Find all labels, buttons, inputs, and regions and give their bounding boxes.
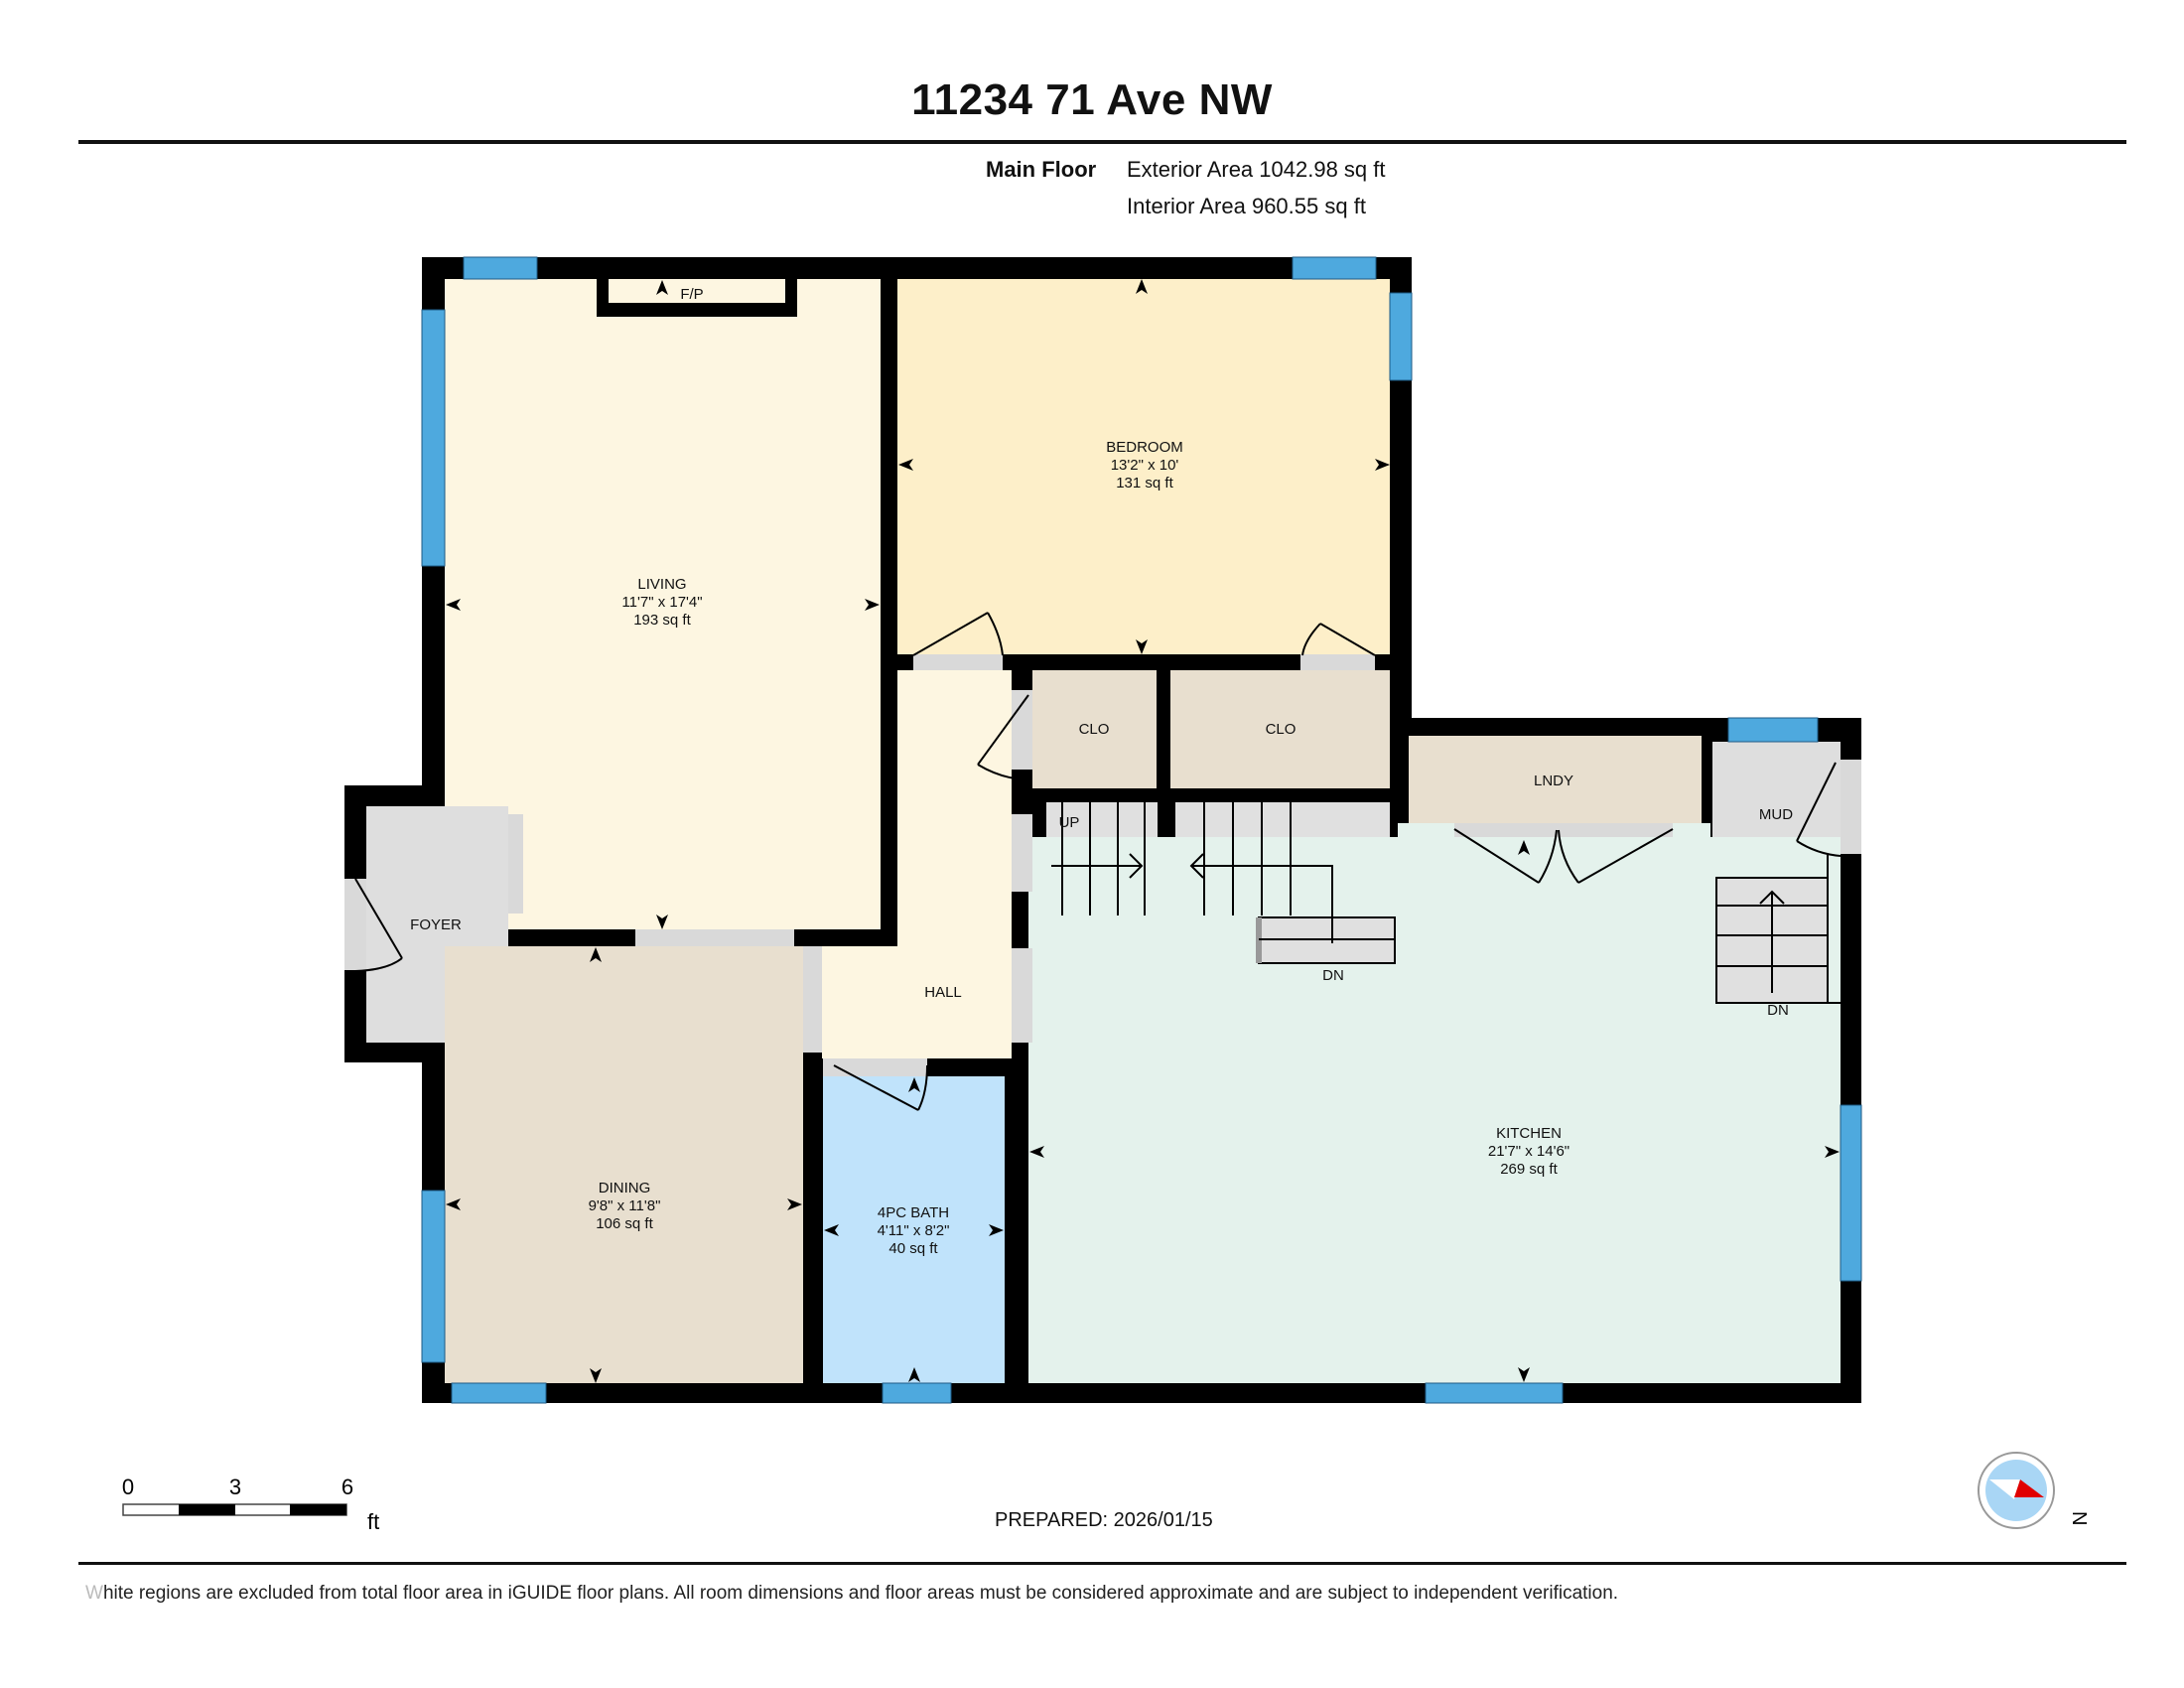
laundry-floor [1409, 736, 1702, 823]
door-swings [354, 612, 1842, 1111]
dimension-arrows [446, 279, 1840, 1383]
living-dims: 11'7" x 17'4" [621, 594, 702, 611]
svg-text:0: 0 [122, 1475, 134, 1499]
kitchen-area: 269 sq ft [1500, 1161, 1558, 1178]
stairs-down-label: DN [1322, 967, 1344, 984]
compass-icon: N [1978, 1452, 2090, 1529]
closet1-floor [1032, 670, 1157, 788]
mud-label: MUD [1759, 806, 1793, 823]
door-openings [344, 654, 1861, 1076]
kitchen-dims: 21'7" x 14'6" [1488, 1143, 1570, 1160]
window-dining-south [451, 1382, 547, 1404]
interior-area: Interior Area 960.55 sq ft [1127, 194, 1366, 218]
dining-floor [445, 946, 803, 1383]
window-kitchen-south [1425, 1382, 1564, 1404]
stair-treads [1051, 802, 1841, 1004]
scale-bar: 0 3 6 ft [122, 1475, 379, 1534]
hall-label: HALL [924, 984, 962, 1001]
bedroom-dims: 13'2" x 10' [1111, 457, 1179, 474]
bedroom-name: BEDROOM [1106, 439, 1183, 456]
bath-dims: 4'11" x 8'2" [878, 1222, 950, 1239]
window-dining-west [421, 1190, 446, 1363]
floor-label: Main Floor [986, 157, 1097, 182]
windows [421, 256, 1862, 1404]
kitchen-name: KITCHEN [1496, 1125, 1562, 1142]
window-living-west [421, 309, 446, 567]
svg-text:ft: ft [367, 1509, 379, 1534]
room-labels: F/P LIVING 11'7" x 17'4" 193 sq ft BEDRO… [410, 286, 1793, 1257]
bath-name: 4PC BATH [878, 1204, 949, 1221]
window-bath-south [882, 1382, 952, 1404]
mud-stairs-down-label: DN [1767, 1002, 1789, 1019]
svg-text:N: N [2068, 1511, 2090, 1525]
page-title: 11234 71 Ave NW [911, 75, 1273, 124]
window-mud-north [1727, 717, 1819, 743]
kitchen-floor [1028, 837, 1841, 1383]
header-divider [78, 140, 2126, 144]
bath-floor [823, 1076, 1005, 1383]
closet1-label: CLO [1079, 721, 1110, 738]
closet2-floor [1170, 670, 1390, 788]
laundry-label: LNDY [1534, 773, 1573, 789]
bedroom-floor [897, 279, 1390, 654]
dining-area: 106 sq ft [596, 1215, 653, 1232]
window-bedroom-east [1389, 292, 1413, 381]
bedroom-area: 131 sq ft [1116, 475, 1173, 492]
svg-text:3: 3 [229, 1475, 241, 1499]
dining-dims: 9'8" x 11'8" [589, 1197, 661, 1214]
fireplace-label: F/P [680, 286, 703, 303]
window-kitchen-east [1840, 1104, 1862, 1282]
stairs-up-label: UP [1059, 814, 1080, 831]
living-name: LIVING [637, 576, 686, 593]
footnote: White regions are excluded from total fl… [85, 1583, 1619, 1604]
foyer-label: FOYER [410, 916, 462, 933]
footer-divider [78, 1562, 2126, 1565]
living-area: 193 sq ft [633, 612, 691, 629]
window-bedroom-north [1292, 256, 1377, 280]
exterior-area: Exterior Area 1042.98 sq ft [1127, 157, 1386, 182]
window-living-north [463, 256, 538, 280]
bath-area: 40 sq ft [888, 1240, 938, 1257]
hall-floor-upper [897, 670, 1012, 946]
rooms [366, 279, 1841, 1383]
prepared-date: PREPARED: 2026/01/15 [995, 1509, 1213, 1531]
hall-floor-lower [822, 946, 1012, 1058]
closet2-label: CLO [1266, 721, 1297, 738]
svg-text:6: 6 [341, 1475, 353, 1499]
dining-name: DINING [599, 1180, 651, 1196]
